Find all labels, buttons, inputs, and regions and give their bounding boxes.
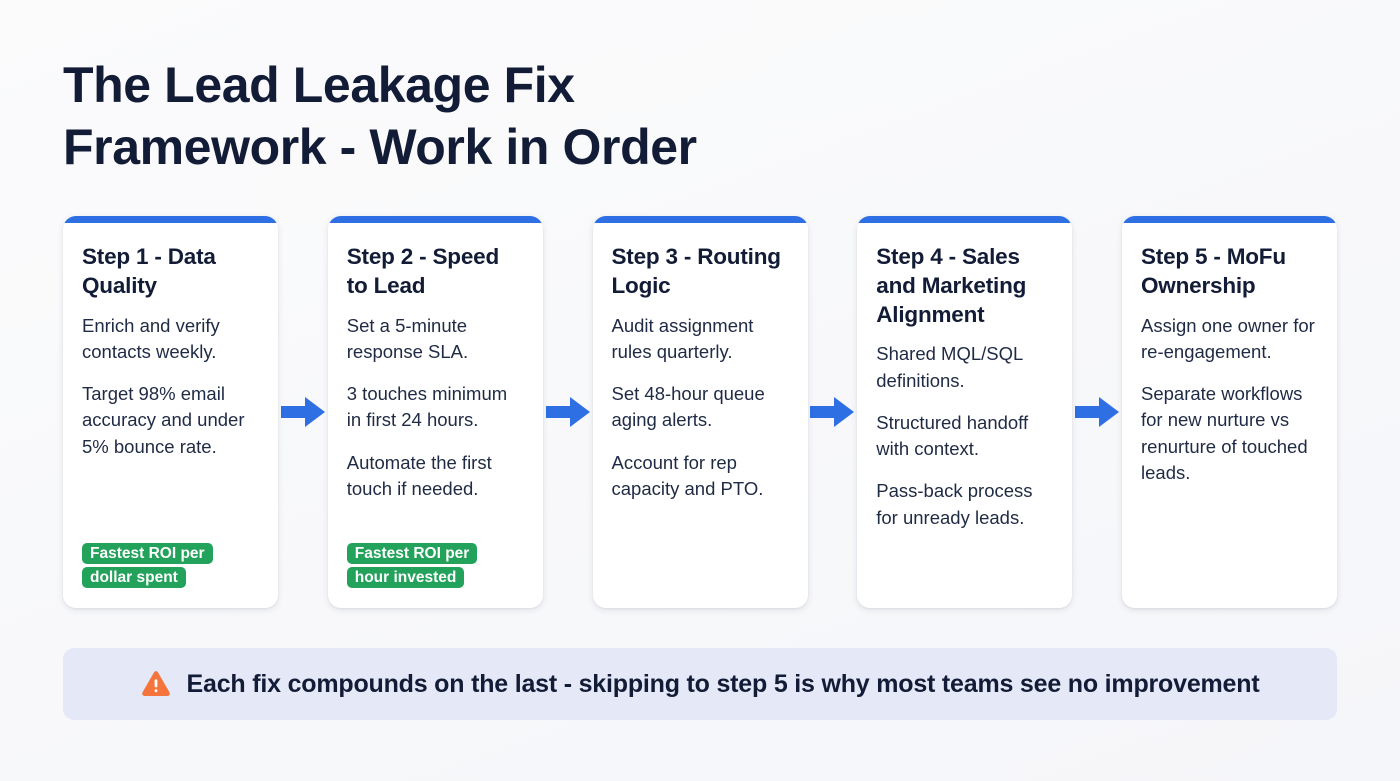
status-badge: Fastest ROI per dollar spent: [82, 542, 213, 588]
step-point: Automate the first touch if needed.: [346, 451, 492, 499]
step-card-3[interactable]: Step 3 - Routing Logic Audit assignment …: [592, 216, 808, 608]
arrow-right-icon: [280, 397, 325, 427]
card-body: Step 3 - Routing Logic Audit assignment …: [593, 223, 808, 608]
step-badge-wrap: Fastest ROI per hour invested: [346, 528, 478, 590]
step-point: Shared MQL/SQL definitions.: [876, 343, 1023, 391]
step-card-4[interactable]: Step 4 - Sales and Marketing Alignment S…: [857, 216, 1073, 608]
card-accent-bar: [327, 216, 543, 223]
connector-2: [543, 216, 593, 608]
step-badge-wrap: Fastest ROI per dollar spent: [82, 528, 213, 590]
status-badge: Fastest ROI per hour invested: [346, 542, 478, 588]
step-card-title: Step 5 - MoFu Ownership: [1141, 244, 1286, 298]
step-point: Enrich and verify contacts weekly.: [82, 314, 220, 362]
step-point: 3 touches minimum in first 24 hours.: [346, 383, 508, 431]
card-accent-bar: [592, 216, 808, 223]
step-point: Separate workflows for new nurture vs re…: [1141, 383, 1308, 483]
connector-1: [278, 216, 328, 608]
step-card-title: Step 1 - Data Quality: [82, 244, 216, 298]
step-card-points: Shared MQL/SQL definitions. Structured h…: [876, 335, 1053, 531]
step-point: Set a 5-minute response SLA.: [346, 314, 469, 362]
step-card-points: Audit assignment rules quarterly. Set 48…: [612, 307, 789, 503]
arrow-right-icon: [545, 397, 590, 427]
page-title: The Lead Leakage Fix Framework - Work in…: [63, 0, 1337, 178]
card-accent-bar: [1122, 216, 1337, 223]
step-card-title: Step 2 - Speed to Lead: [346, 244, 499, 298]
card-accent-bar: [857, 216, 1073, 223]
card-accent-bar: [63, 216, 278, 223]
connector-4: [1072, 216, 1122, 608]
step-card-title: Step 4 - Sales and Marketing Alignment: [876, 244, 1027, 327]
step-point: Audit assignment rules quarterly.: [611, 314, 754, 362]
card-body: Step 1 - Data Quality Enrich and verify …: [63, 223, 278, 608]
footer-callout-banner: Each fix compounds on the last - skippin…: [63, 648, 1337, 720]
step-card-points: Set a 5-minute response SLA. 3 touches m…: [347, 307, 524, 503]
step-point: Structured handoff with context.: [876, 411, 1029, 460]
step-card-2[interactable]: Step 2 - Speed to Lead Set a 5-minute re…: [327, 216, 543, 608]
page-title-line-2: Framework - Work in Order: [63, 119, 697, 175]
step-card-title: Step 3 - Routing Logic: [611, 244, 781, 298]
step-point: Pass-back process for unready leads.: [876, 480, 1033, 528]
step-card-points: Assign one owner for re-engagement. Sepa…: [1141, 307, 1318, 487]
step-card-5[interactable]: Step 5 - MoFu Ownership Assign one owner…: [1122, 216, 1337, 608]
step-point: Assign one owner for re-engagement.: [1141, 314, 1315, 362]
step-point: Set 48-hour queue aging alerts.: [611, 383, 765, 431]
card-body: Step 5 - MoFu Ownership Assign one owner…: [1122, 223, 1337, 608]
card-body: Step 2 - Speed to Lead Set a 5-minute re…: [328, 223, 543, 608]
step-card-points: Enrich and verify contacts weekly. Targe…: [82, 307, 259, 460]
connector-3: [808, 216, 858, 608]
steps-row: Step 1 - Data Quality Enrich and verify …: [63, 216, 1337, 608]
step-card-1[interactable]: Step 1 - Data Quality Enrich and verify …: [63, 216, 278, 608]
arrow-right-icon: [810, 397, 855, 427]
page-title-line-1: The Lead Leakage Fix: [63, 57, 575, 113]
step-point: Account for rep capacity and PTO.: [611, 451, 764, 499]
step-point: Target 98% email accuracy and under 5% b…: [82, 383, 245, 457]
card-body: Step 4 - Sales and Marketing Alignment S…: [857, 223, 1072, 608]
arrow-right-icon: [1075, 397, 1120, 427]
warning-triangle-icon: [141, 671, 170, 696]
footer-callout-text: Each fix compounds on the last - skippin…: [186, 670, 1260, 698]
